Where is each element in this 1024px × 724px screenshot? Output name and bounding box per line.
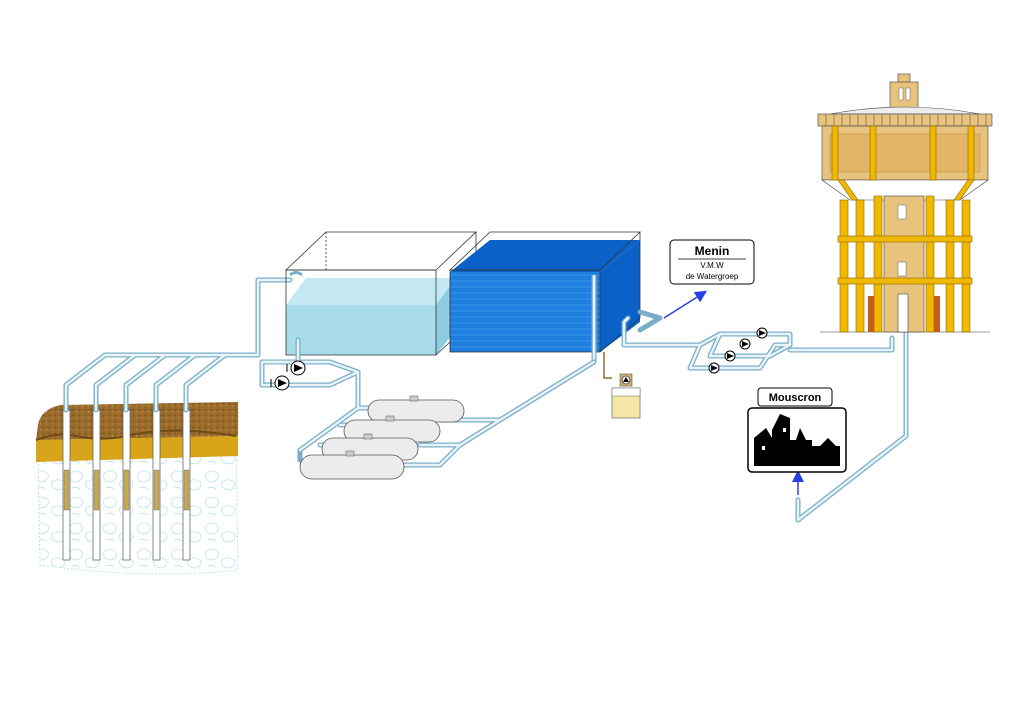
distribution-pipes xyxy=(621,309,909,523)
raw-water-basin xyxy=(284,231,478,356)
menin-line1: V.M.W xyxy=(700,261,724,270)
raw-water-pumps xyxy=(270,360,306,391)
dosing-pump-icon xyxy=(619,373,633,387)
town-silhouette-icon xyxy=(754,414,840,466)
pump-icon xyxy=(286,360,306,376)
raw-water-pipes xyxy=(63,277,293,413)
check-valve-icon xyxy=(724,350,736,362)
check-valve-icon xyxy=(756,327,768,339)
menin-sign: Menin V.M.W de Watergroep xyxy=(669,239,755,285)
check-valve-icon xyxy=(708,362,720,374)
water-tower xyxy=(817,73,993,333)
filter-tank-1 xyxy=(367,395,465,423)
menin-title: Menin xyxy=(695,244,730,258)
mouscron-sign: Mouscron xyxy=(747,387,847,473)
well-field xyxy=(35,402,240,575)
filter-tank-4 xyxy=(299,450,405,480)
wells xyxy=(60,409,193,561)
dosing-unit xyxy=(603,352,641,419)
pressure-filters xyxy=(299,395,465,480)
flow-arrow-icon xyxy=(663,290,708,319)
mouscron-title: Mouscron xyxy=(769,392,822,404)
distribution-pumps xyxy=(708,327,768,374)
pump-icon xyxy=(270,375,290,391)
menin-line2: de Watergroep xyxy=(686,272,739,281)
check-valve-icon xyxy=(739,338,751,350)
treated-water-basin xyxy=(448,231,642,362)
